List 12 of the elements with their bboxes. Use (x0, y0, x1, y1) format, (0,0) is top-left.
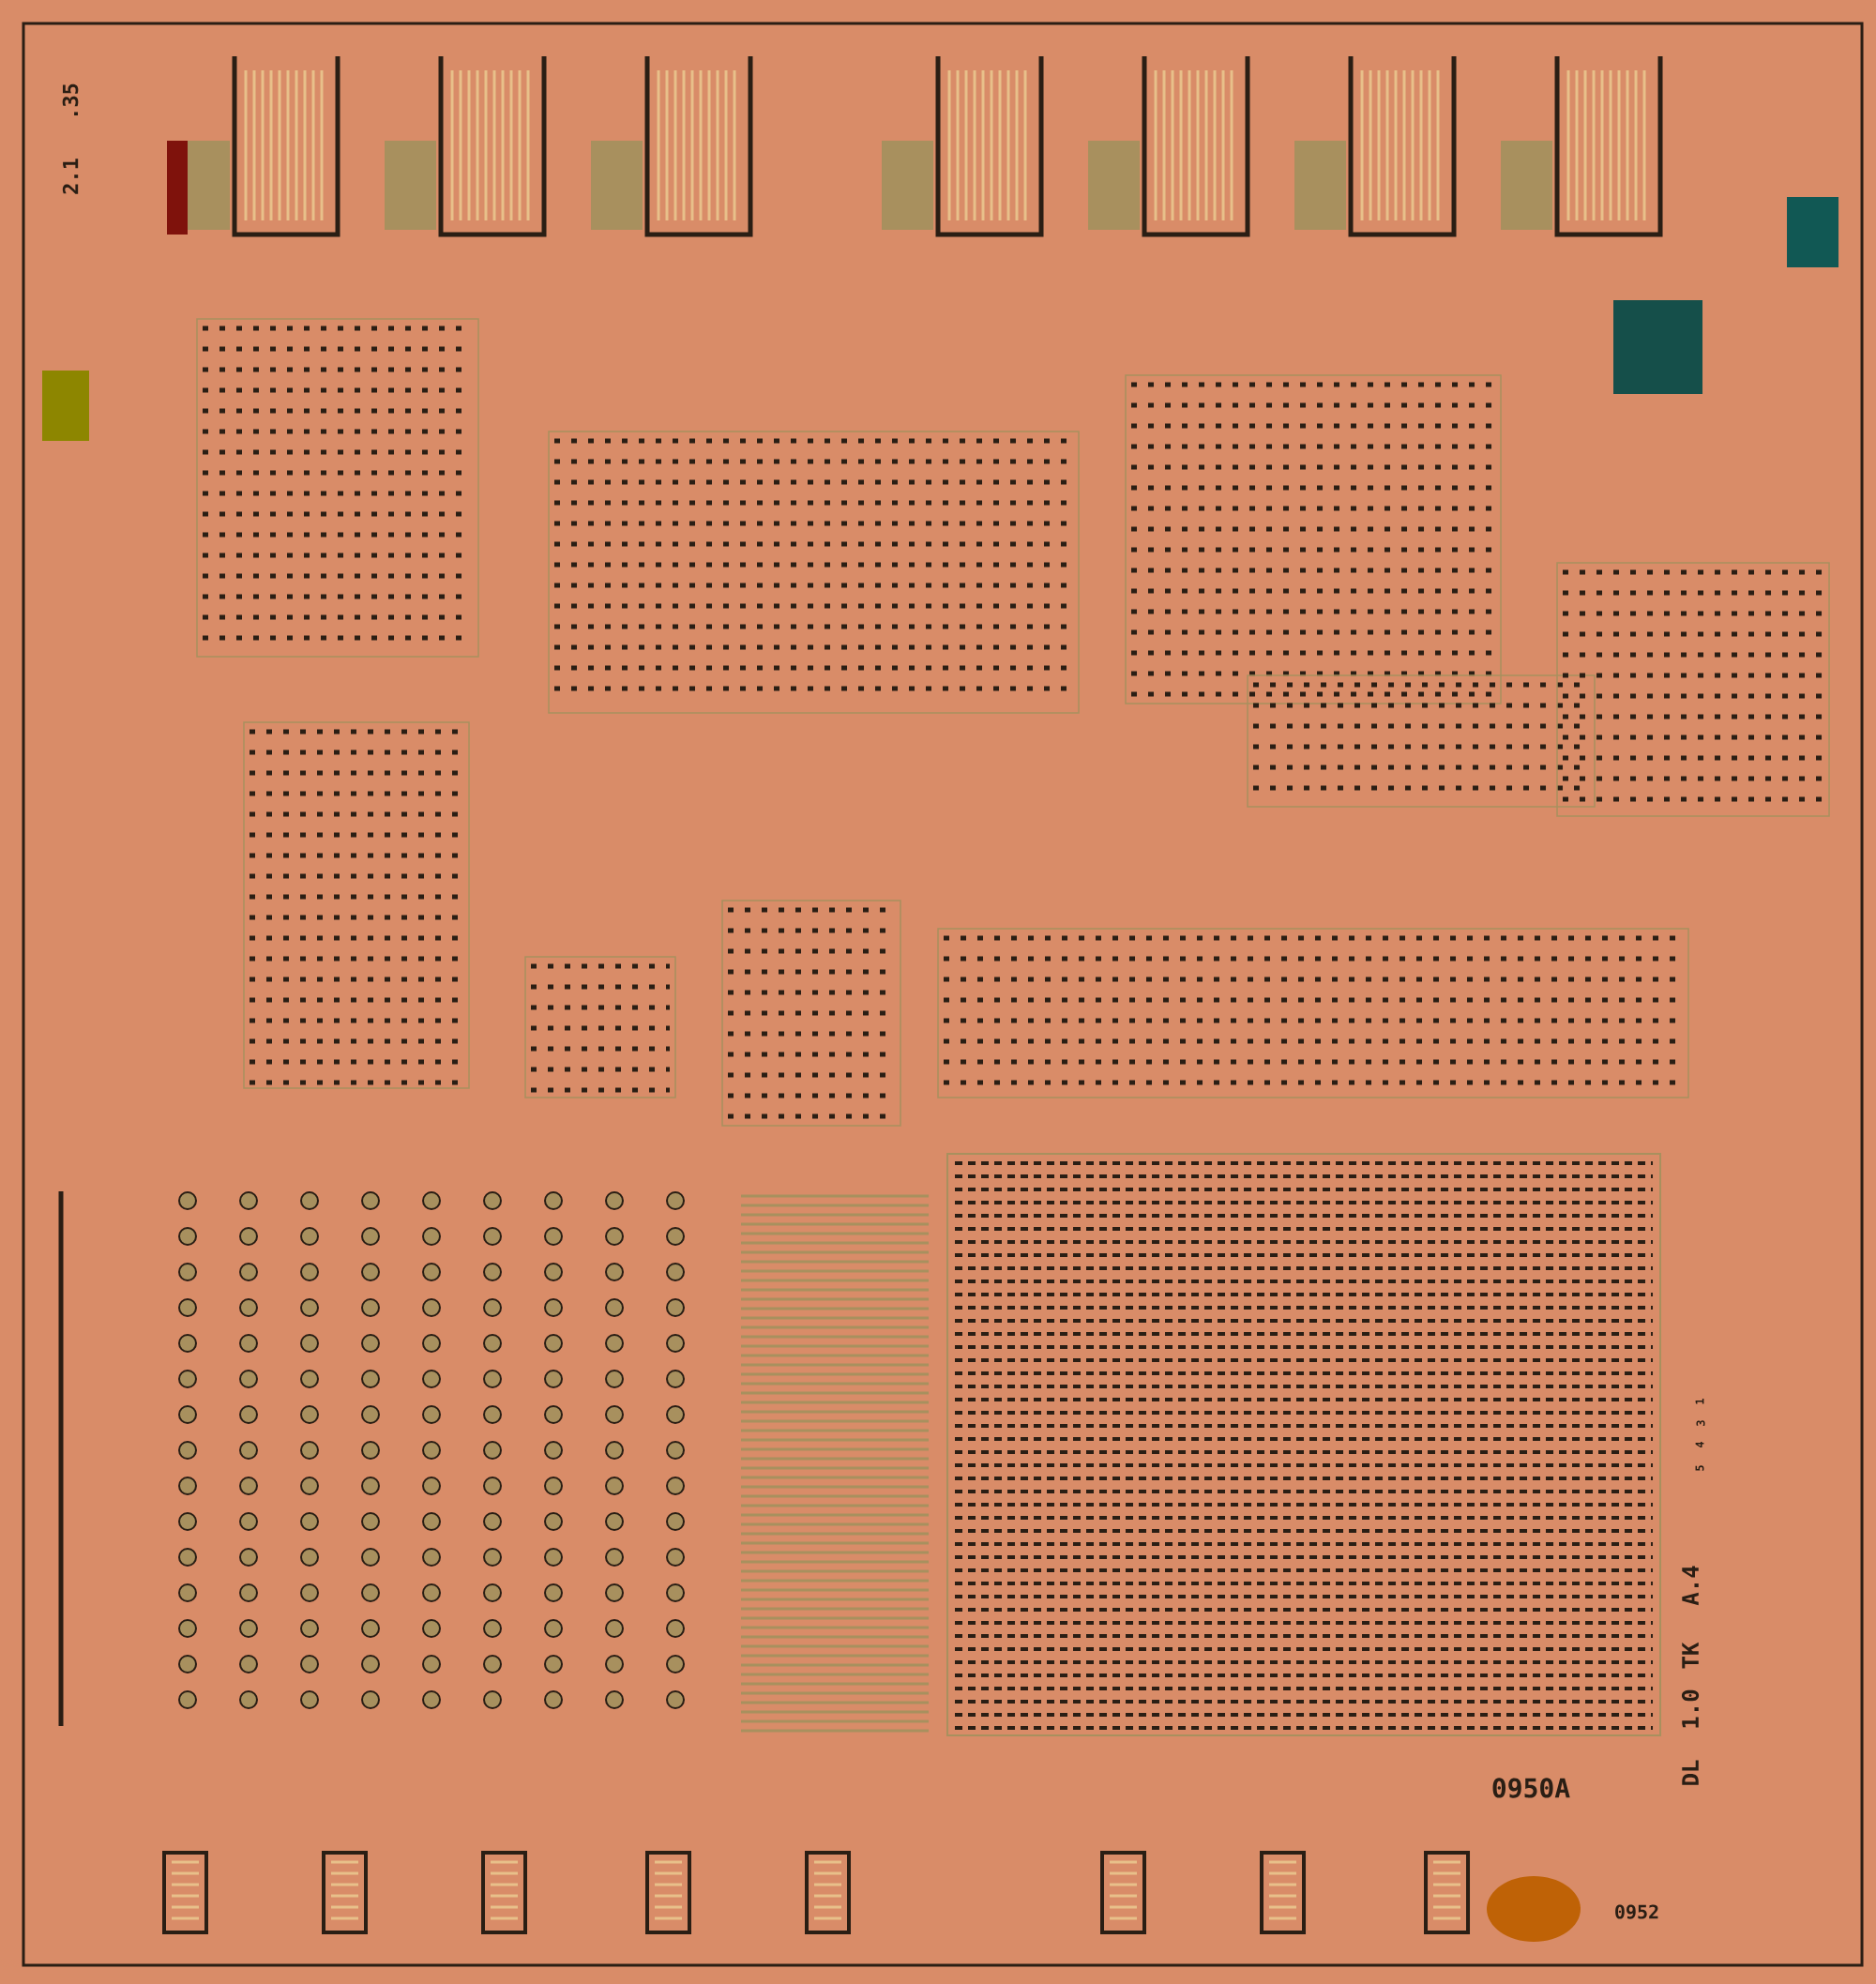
chip-marking: 2.1 (62, 159, 79, 194)
chip-marking: 1 (1695, 1399, 1704, 1404)
chip-marking: 0952 (1615, 1904, 1658, 1919)
chip-marking: A.4 (1682, 1566, 1699, 1606)
chip-marking: 1.0 (1681, 1689, 1700, 1728)
chip-marking: 5 (1695, 1465, 1704, 1471)
chip-marking: DL (1682, 1760, 1699, 1785)
chip-marking: TK (1682, 1642, 1699, 1669)
chip-marking: 4 (1695, 1441, 1704, 1448)
chip-marking: 0950A (1492, 1778, 1570, 1798)
chip-marking: 3 (1696, 1420, 1705, 1426)
chip-marking: .35 (62, 83, 79, 116)
